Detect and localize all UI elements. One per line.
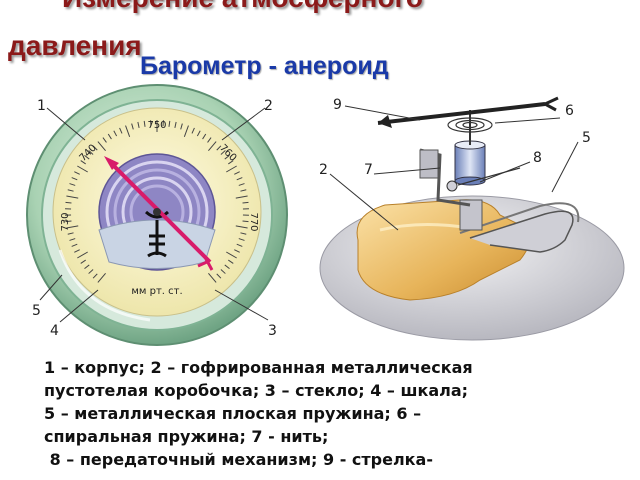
title-line-1: Измерение атмосферного — [0, 0, 640, 14]
gauge-tick — [208, 141, 217, 152]
gauge-tick — [242, 201, 249, 204]
gauge-tick — [113, 130, 118, 137]
aneroid-gauge: 750 740 760 730 770 мм рт. ст. — [26, 84, 288, 346]
gauge-tick — [238, 183, 245, 186]
scale-750: 750 — [147, 120, 166, 131]
subtitle: Барометр - анероид — [140, 52, 389, 80]
gauge-tick — [71, 243, 78, 247]
callout-4: 4 — [50, 323, 59, 339]
gauge-tick — [119, 127, 123, 134]
title-line-2: давления — [8, 30, 142, 61]
spring-icon — [144, 210, 170, 258]
legend-line: 8 – передаточный механизм; 9 - стрелка- — [44, 450, 433, 469]
gauge-tick — [69, 183, 76, 186]
gauge-tick — [67, 189, 74, 192]
gauge-tick — [137, 121, 140, 128]
gauge-tick — [234, 171, 240, 175]
gauge-tick — [236, 177, 243, 181]
gauge-tick — [77, 165, 88, 173]
gauge-tick — [92, 273, 98, 279]
gauge-tick — [236, 243, 243, 247]
gauge-tick — [69, 238, 76, 241]
legend: 1 – корпус; 2 – гофрированная металличес… — [44, 356, 634, 471]
callout-2-left: 2 — [264, 98, 273, 114]
legend-line: 1 – корпус; 2 – гофрированная металличес… — [44, 358, 473, 377]
gauge-tick — [226, 165, 237, 173]
gauge-tick — [80, 259, 86, 264]
needle — [104, 156, 214, 271]
callout-8: 8 — [533, 150, 542, 166]
pointer-arrow — [377, 96, 559, 128]
gauge-tick — [107, 133, 112, 140]
gauge-tick — [228, 160, 234, 165]
aneroid-mechanism — [319, 96, 625, 341]
gauge-tick — [74, 249, 80, 253]
gauge-tick — [220, 269, 226, 274]
gauge-tick — [240, 189, 247, 192]
callout-5-left: 5 — [32, 303, 41, 319]
gauge-tick — [74, 171, 80, 175]
callout-6: 6 — [565, 103, 574, 119]
gauge-tick — [66, 225, 79, 229]
callout-5-right: 5 — [582, 130, 591, 146]
gauge-tick — [131, 123, 134, 130]
legend-line: пустотелая коробочка; 3 – стекло; 4 – шк… — [44, 381, 469, 400]
gauge-tick — [65, 220, 72, 223]
gauge-tick — [88, 269, 94, 274]
gauge-tick — [234, 249, 240, 253]
gauge-tick — [84, 154, 90, 160]
gauge-tick — [92, 145, 98, 151]
gauge-tick — [202, 133, 207, 140]
gauge-tick — [125, 125, 131, 137]
gauge-tick — [196, 130, 201, 137]
gauge-unit: мм рт. ст. — [131, 286, 182, 297]
gauge-tick — [102, 137, 107, 143]
scale-770: 770 — [248, 212, 259, 231]
legend-line: спиральная пружина; 7 - нить; — [44, 427, 329, 446]
gauge-tick — [240, 232, 247, 235]
gauge-tick — [207, 137, 212, 143]
gauge-tick — [88, 150, 94, 155]
gauge-tick — [191, 127, 195, 134]
gauge-tick — [84, 264, 90, 270]
gauge-tick — [220, 150, 226, 155]
gauge-tick — [235, 195, 248, 199]
flat-spring — [469, 210, 574, 253]
callout-7: 7 — [364, 162, 373, 178]
gauge-tick — [143, 120, 146, 127]
gauge-tick — [242, 220, 249, 223]
gauge-tick — [180, 123, 183, 130]
gauge-tick — [183, 125, 189, 137]
gauge-tick — [224, 154, 230, 160]
gauge-tick — [238, 238, 245, 241]
gauge-tick — [67, 232, 74, 235]
gauge-tick — [235, 225, 248, 229]
callout-2-right: 2 — [319, 162, 328, 178]
gauge-tick — [216, 273, 222, 279]
gauge-tick — [216, 145, 222, 151]
gauge-tick — [97, 141, 106, 152]
gauge-tick — [65, 201, 72, 204]
gauge-tick — [208, 272, 217, 283]
callout-9: 9 — [333, 97, 342, 113]
gauge-tick — [224, 264, 230, 270]
gauge-tick — [228, 259, 234, 264]
gauge-tick — [97, 272, 106, 283]
callout-1: 1 — [37, 98, 46, 114]
scale-730: 730 — [60, 212, 71, 231]
gauge-tick — [71, 177, 78, 181]
gauge-tick — [174, 121, 177, 128]
callout-3: 3 — [268, 323, 277, 339]
legend-line: 5 – металлическая плоская пружина; 6 – — [44, 404, 422, 423]
gauge-tick — [80, 160, 86, 165]
gauge-tick — [226, 251, 237, 259]
gauge-tick — [66, 195, 79, 199]
gauge-tick — [77, 251, 88, 259]
gauge-tick — [168, 120, 171, 127]
